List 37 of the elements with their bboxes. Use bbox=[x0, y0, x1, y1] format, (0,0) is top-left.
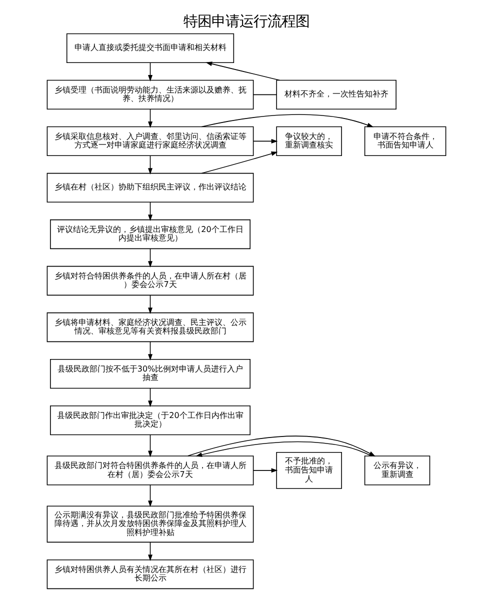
node-box: 县级民政部门对符合特困供养条件的人员，在申请人所在村（居）委会公示7天 bbox=[46, 456, 254, 486]
arrow bbox=[148, 248, 152, 268]
node-box: 县级民政部门按不低于30%比例对申请人员进行入户抽查 bbox=[50, 358, 250, 389]
arrow bbox=[148, 62, 152, 82]
diagram-title: 特困申请运行流程图 bbox=[183, 14, 309, 30]
node-box: 评议结论无异议的，乡镇提出审核意见（20个工作日内提出审核意见） bbox=[50, 219, 250, 250]
arrow bbox=[148, 294, 152, 314]
arrow bbox=[200, 152, 278, 174]
node-box: 不予批准的，书面告知申请人 bbox=[276, 452, 342, 489]
arrow bbox=[148, 108, 152, 128]
node-box: 乡镇对特困供养人员有关情况在其所在村（社区）进行长期公示 bbox=[46, 559, 254, 590]
arrow bbox=[252, 138, 278, 144]
arrow bbox=[148, 484, 152, 508]
connector bbox=[252, 94, 276, 96]
node-box: 乡镇将申请材料、家庭经济状况调查、民主评议、公示情况、审核意见等有关资料报县级民政部门 bbox=[46, 312, 254, 342]
node-box: 县级民政部门作出审批决定（于20个工作日内作出审批决定） bbox=[50, 405, 250, 436]
arrow bbox=[187, 436, 376, 456]
arrow bbox=[200, 114, 374, 128]
arrow bbox=[205, 62, 280, 81]
arrow bbox=[148, 202, 152, 222]
node-box: 乡镇受理（书面说明劳动能力、生活来源以及赡养、抚养、扶养情况） bbox=[46, 80, 254, 110]
node-box: 申请人直接或委托提交书面申请和相关材料 bbox=[66, 33, 234, 64]
arrow bbox=[148, 155, 152, 174]
node-box: 乡镇采取信息核对、入户调查、邻里访问、信函索证等方式逐一对申请家庭进行家庭经济状况调查 bbox=[46, 126, 254, 156]
arrow bbox=[148, 388, 152, 408]
node-box: 材料不齐全，一次性告知补齐 bbox=[276, 80, 396, 110]
node-box: 乡镇在村（社区）协助下组织民主评议，作出评议结论 bbox=[46, 172, 254, 203]
arrow bbox=[195, 441, 372, 457]
arrow bbox=[148, 341, 152, 361]
arrow bbox=[252, 468, 278, 473]
node-box: 公示期满没有异议，县级民政部门批准给予特困供养保障待遇，并从次月发放特困供养保障金及其照料护理人照料护理补贴 bbox=[46, 506, 254, 543]
arrow bbox=[148, 542, 152, 561]
arrow bbox=[148, 434, 152, 458]
node-box: 申请不符合条件，书面告知申请人 bbox=[364, 126, 446, 156]
node-box: 争议较大的，重新调查核实 bbox=[276, 126, 342, 156]
node-box: 乡镇对符合特困供养条件的人员，在申请人所在村（居）委会公示7天 bbox=[46, 266, 254, 296]
node-box: 公示有异议，重新调查 bbox=[364, 456, 430, 486]
